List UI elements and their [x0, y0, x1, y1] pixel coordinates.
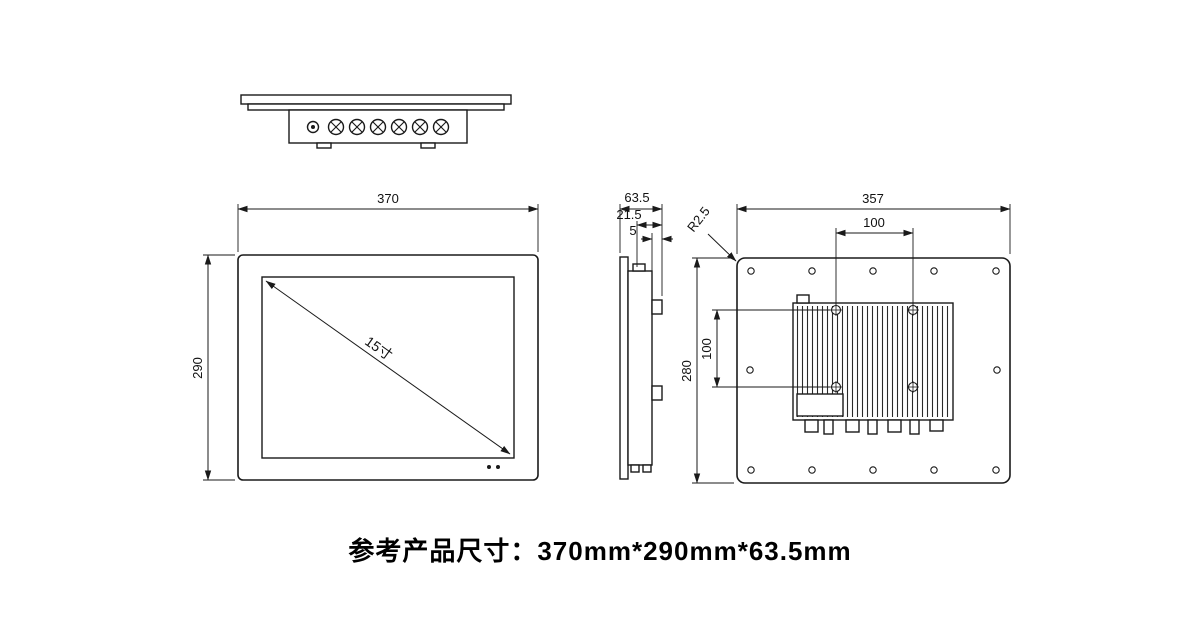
product-size-caption: 参考产品尺寸：370mm*290mm*63.5mm [348, 536, 852, 566]
front-height-label: 290 [190, 357, 205, 379]
io-connector-icon [411, 118, 429, 136]
side-top-stub [632, 263, 646, 272]
top-view [240, 94, 512, 149]
rear-view: 357 100 280 100 R2.5 [679, 191, 1011, 484]
side-bezel-plate [619, 256, 629, 480]
vesa-mount-holes [830, 304, 919, 393]
io-connector-icon [390, 118, 408, 136]
rear-screws [746, 267, 1001, 474]
rear-height-label: 280 [679, 360, 694, 382]
side-connector-stub [642, 464, 652, 473]
top-view-panel-plate [240, 94, 512, 105]
io-connector-icon [432, 118, 450, 136]
indicator-led [487, 465, 491, 469]
side-view: 63.5 21.5 5 [616, 190, 673, 480]
mount-spacing-h-label: 100 [863, 215, 885, 230]
power-button-dot [311, 125, 315, 129]
side-chassis-body [627, 270, 653, 466]
top-view-foot [420, 142, 436, 149]
io-connector-icon [369, 118, 387, 136]
corner-radius-label: R2.5 [684, 204, 713, 235]
indicator-led [496, 465, 500, 469]
io-connector-icon [348, 118, 366, 136]
side-rear-depth-label: 21.5 [616, 207, 641, 222]
rear-width-label: 357 [862, 191, 884, 206]
mounting-clamp [651, 299, 663, 315]
side-thickness-label: 5 [629, 223, 636, 238]
top-view-panel-lip [247, 103, 505, 111]
front-view: 15寸 370 290 [190, 191, 539, 481]
mounting-clamp [651, 385, 663, 401]
side-depth-label: 63.5 [624, 190, 649, 205]
heatsink-tab [796, 294, 810, 304]
front-width-label: 370 [377, 191, 399, 206]
side-connector-stub [630, 464, 640, 473]
rear-bottom-connectors [804, 419, 944, 435]
diagonal-dimension-line [265, 280, 511, 455]
io-connector-icon [327, 118, 345, 136]
product-label-plate [796, 393, 844, 417]
corner-radius-leader-line [707, 233, 737, 262]
top-view-foot [316, 142, 332, 149]
mount-spacing-v-label: 100 [699, 338, 714, 360]
